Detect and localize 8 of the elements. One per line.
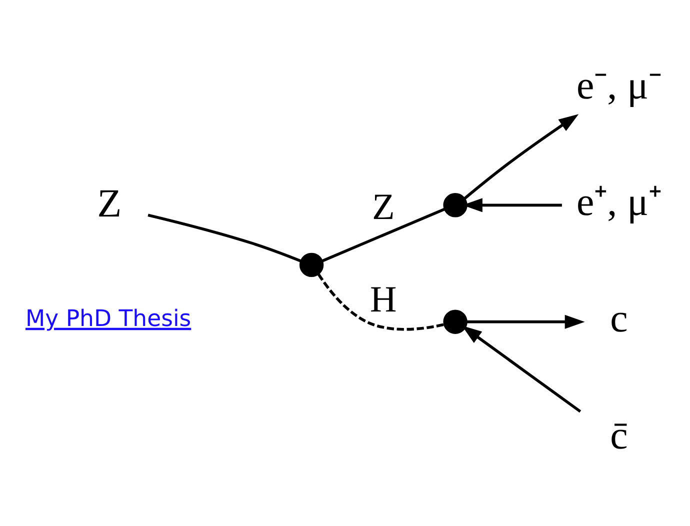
- node-text: c̄: [610, 412, 628, 457]
- node-text: e⁻, μ⁻: [576, 62, 662, 107]
- label: My PhD Thesis: [25, 305, 192, 332]
- edge-label: H: [370, 279, 397, 320]
- node-text: Z: [97, 180, 122, 225]
- edge-label: Z: [372, 186, 395, 228]
- node-text: e⁺, μ⁺: [576, 178, 662, 224]
- node-text: c: [610, 295, 628, 340]
